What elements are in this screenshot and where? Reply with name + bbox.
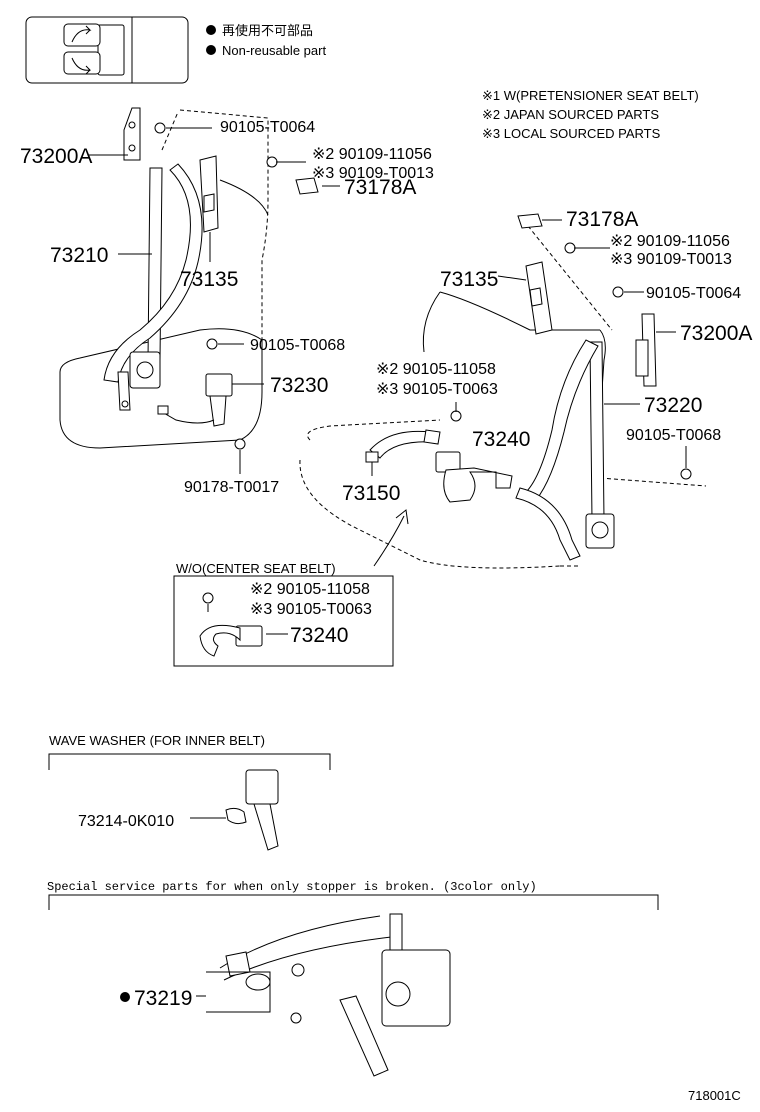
part-label-90105-11058-box: ※2 90105-11058 bbox=[250, 581, 370, 598]
legend-jp-label: 再使用不可部品 bbox=[222, 23, 313, 38]
book-icon-box bbox=[25, 16, 189, 84]
wave-washer-title: WAVE WASHER (FOR INNER BELT) bbox=[49, 733, 265, 748]
part-label-73178A-right: 73178A bbox=[566, 208, 638, 231]
part-label-73135: 73135 bbox=[180, 268, 238, 291]
part-label-73230: 73230 bbox=[270, 374, 328, 397]
note-japan-sourced: ※2 JAPAN SOURCED PARTS bbox=[482, 107, 659, 122]
part-label-73240-right: 73240 bbox=[472, 428, 530, 451]
part-label-90105-11058-right: ※2 90105-11058 bbox=[376, 361, 496, 378]
figure-id: 718001C bbox=[688, 1088, 741, 1103]
part-label-73210: 73210 bbox=[50, 244, 108, 267]
non-reusable-dot-icon bbox=[206, 25, 216, 35]
part-label-73214-0K010: 73214-0K010 bbox=[78, 813, 174, 830]
part-label-90105-T0068-right: 90105-T0068 bbox=[626, 427, 721, 444]
sourcing-notes: ※1 W(PRETENSIONER SEAT BELT) ※2 JAPAN SO… bbox=[482, 88, 699, 141]
wo-center-title: W/O(CENTER SEAT BELT) bbox=[176, 561, 336, 576]
legend-en-label: Non-reusable part bbox=[222, 43, 326, 58]
part-label-90109-T0013: ※3 90109-T0013 bbox=[312, 165, 434, 182]
part-label-90109-11056: ※2 90109-11056 bbox=[312, 146, 432, 163]
part-label-73240-box: 73240 bbox=[290, 624, 348, 647]
non-reusable-dot-icon bbox=[206, 45, 216, 55]
part-label-90109-11056-right: ※2 90109-11056 bbox=[610, 233, 730, 250]
part-label-90105-T0064-right: 90105-T0064 bbox=[646, 285, 741, 302]
special-service-section bbox=[48, 894, 659, 1077]
part-label-90178-T0017: 90178-T0017 bbox=[184, 479, 279, 496]
note-pretensioner: ※1 W(PRETENSIONER SEAT BELT) bbox=[482, 88, 699, 103]
special-service-title: Special service parts for when only stop… bbox=[47, 880, 537, 894]
wo-center-seat-belt-box bbox=[173, 575, 394, 667]
right-seat-drawing bbox=[299, 213, 707, 569]
legend: 再使用不可部品 Non-reusable part bbox=[206, 23, 326, 58]
part-label-73135-right: 73135 bbox=[440, 268, 498, 291]
part-label-73178A: 73178A bbox=[344, 176, 416, 199]
left-seat-drawing bbox=[59, 107, 340, 474]
note-local-sourced: ※3 LOCAL SOURCED PARTS bbox=[482, 126, 661, 141]
part-label-73200A-right: 73200A bbox=[680, 322, 752, 345]
part-label-90105-T0063-box: ※3 90105-T0063 bbox=[250, 601, 372, 618]
part-label-90109-T0013-right: ※3 90109-T0013 bbox=[610, 251, 732, 268]
part-label-73200A: 73200A bbox=[20, 145, 92, 168]
part-label-90105-T0064: 90105-T0064 bbox=[220, 119, 315, 136]
part-label-73219: 73219 bbox=[134, 987, 192, 1010]
non-reusable-dot-icon bbox=[120, 992, 130, 1002]
part-label-73150: 73150 bbox=[342, 482, 400, 505]
part-label-73220: 73220 bbox=[644, 394, 702, 417]
part-label-90105-T0068: 90105-T0068 bbox=[250, 337, 345, 354]
wave-washer-section bbox=[48, 753, 331, 851]
part-label-90105-T0063-right: ※3 90105-T0063 bbox=[376, 381, 498, 398]
